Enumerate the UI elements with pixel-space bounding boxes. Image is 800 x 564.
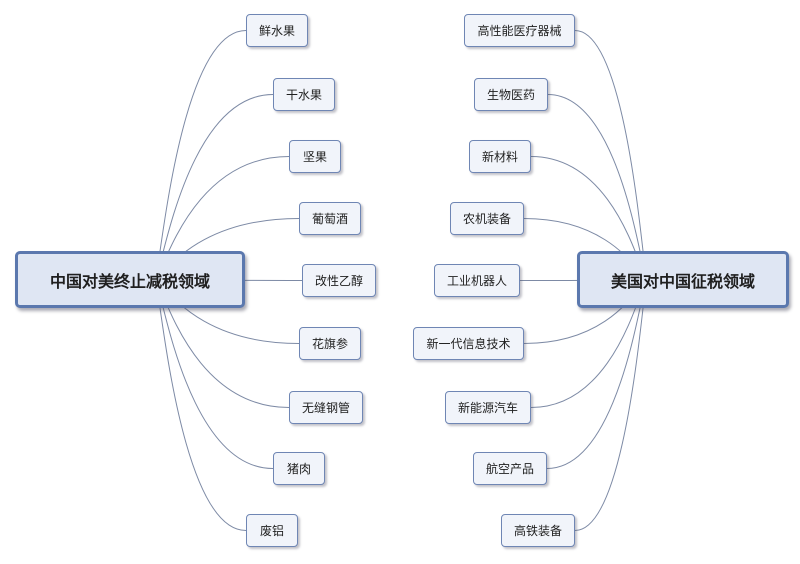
right-item-biomedicine[interactable]: 生物医药 xyxy=(474,78,548,111)
right-item-new-materials[interactable]: 新材料 xyxy=(469,140,531,173)
right-item-aviation-products[interactable]: 航空产品 xyxy=(473,452,547,485)
left-item-fresh-fruit[interactable]: 鲜水果 xyxy=(246,14,308,47)
right-item-agricultural-machinery[interactable]: 农机装备 xyxy=(450,202,524,235)
left-item-nuts[interactable]: 坚果 xyxy=(289,140,341,173)
right-root-topic[interactable]: 美国对中国征税领域 xyxy=(577,251,789,308)
right-item-information-technology[interactable]: 新一代信息技术 xyxy=(413,327,524,360)
left-item-seamless-steel-pipe[interactable]: 无缝钢管 xyxy=(289,391,363,424)
left-root-topic[interactable]: 中国对美终止减税领域 xyxy=(15,251,245,308)
left-item-dried-fruit[interactable]: 干水果 xyxy=(273,78,335,111)
left-item-modified-ethanol[interactable]: 改性乙醇 xyxy=(302,264,376,297)
right-item-industrial-robots[interactable]: 工业机器人 xyxy=(434,264,520,297)
left-item-scrap-aluminum[interactable]: 废铝 xyxy=(246,514,298,547)
right-item-new-energy-vehicles[interactable]: 新能源汽车 xyxy=(445,391,531,424)
left-item-wine[interactable]: 葡萄酒 xyxy=(299,202,361,235)
right-item-medical-devices[interactable]: 高性能医疗器械 xyxy=(464,14,575,47)
left-item-pork[interactable]: 猪肉 xyxy=(273,452,325,485)
left-connector-8 xyxy=(154,279,247,531)
right-item-high-speed-rail[interactable]: 高铁装备 xyxy=(501,514,575,547)
left-item-american-ginseng[interactable]: 花旗参 xyxy=(299,327,361,360)
